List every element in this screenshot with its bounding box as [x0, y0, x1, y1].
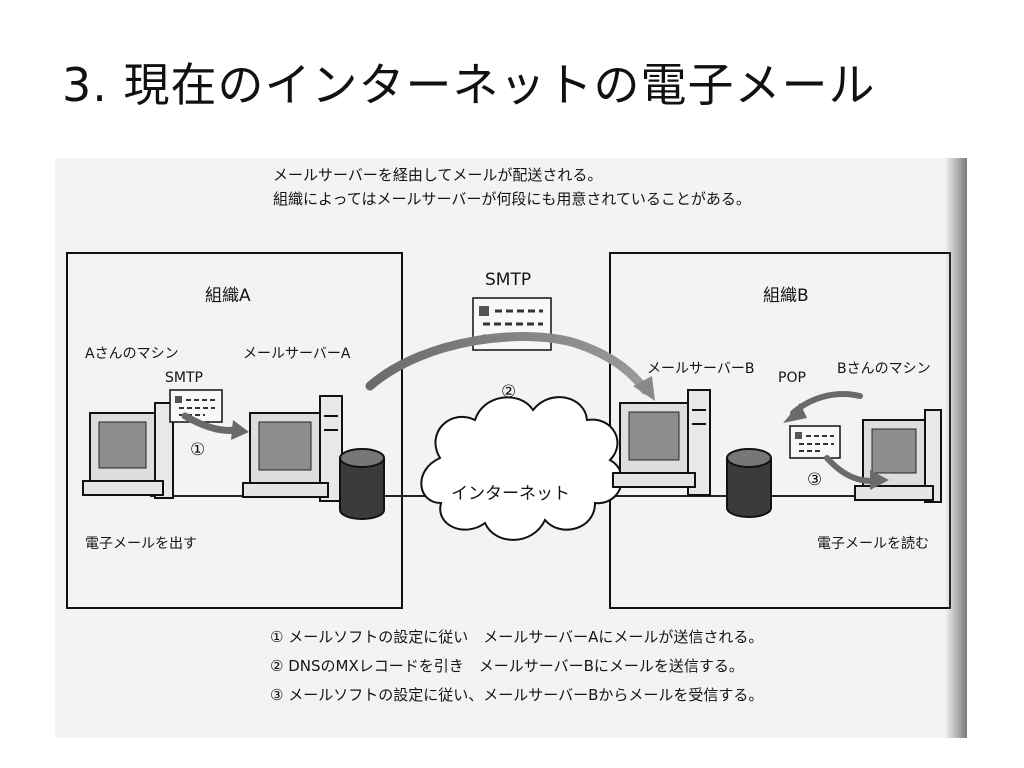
machine-b-label: Bさんのマシン — [837, 361, 931, 377]
read-mail-label: 電子メールを読む — [817, 536, 929, 552]
database-a-icon — [339, 448, 385, 520]
diagram-graphics — [66, 252, 951, 609]
database-b-icon — [726, 448, 772, 518]
smtp-a-label: SMTP — [165, 370, 203, 386]
internet-cloud — [420, 396, 623, 541]
caption-step-2: ② DNSのMXレコードを引き メールサーバーBにメールを送信する。 — [270, 657, 744, 675]
org-a-label: 組織A — [205, 286, 251, 306]
computer-b-icon — [854, 409, 942, 503]
mail-server-b-icon — [612, 389, 711, 496]
step-3-marker: ③ — [807, 470, 823, 490]
step-1-marker: ① — [190, 440, 206, 460]
slide-title: 3. 現在のインターネットの電子メール — [62, 58, 876, 112]
pop-label: POP — [778, 370, 806, 386]
step-2-marker: ② — [501, 382, 517, 402]
intro-line-1: メールサーバーを経由してメールが配送される。 — [273, 166, 603, 184]
computer-a-icon — [82, 402, 174, 499]
mail-envelope-icon — [789, 425, 841, 459]
internet-label: インターネット — [451, 484, 570, 504]
machine-a-label: Aさんのマシン — [85, 346, 179, 362]
mail-flow-diagram: メールサーバーを経由してメールが配送される。 組織によってはメールサーバーが何段… — [55, 158, 967, 738]
smtp-internet-label: SMTP — [485, 270, 532, 290]
org-a-box — [66, 252, 403, 609]
arrow-step-1 — [181, 412, 249, 440]
arrow-step-2 — [365, 332, 655, 401]
send-mail-label: 電子メールを出す — [85, 536, 197, 552]
caption-step-3: ③ メールソフトの設定に従い、メールサーバーBからメールを受信する。 — [270, 686, 764, 704]
scan-edge-shadow — [945, 158, 967, 738]
server-b-label: メールサーバーB — [647, 361, 755, 377]
intro-line-2: 組織によってはメールサーバーが何段にも用意されていることがある。 — [273, 190, 751, 208]
caption-step-1: ① メールソフトの設定に従い メールサーバーAにメールが送信される。 — [270, 628, 764, 646]
mail-envelope-icon — [169, 389, 223, 423]
arrow-step-3 — [783, 391, 889, 490]
server-a-label: メールサーバーA — [243, 346, 351, 362]
mail-server-a-icon — [242, 395, 343, 502]
org-b-label: 組織B — [763, 286, 809, 306]
